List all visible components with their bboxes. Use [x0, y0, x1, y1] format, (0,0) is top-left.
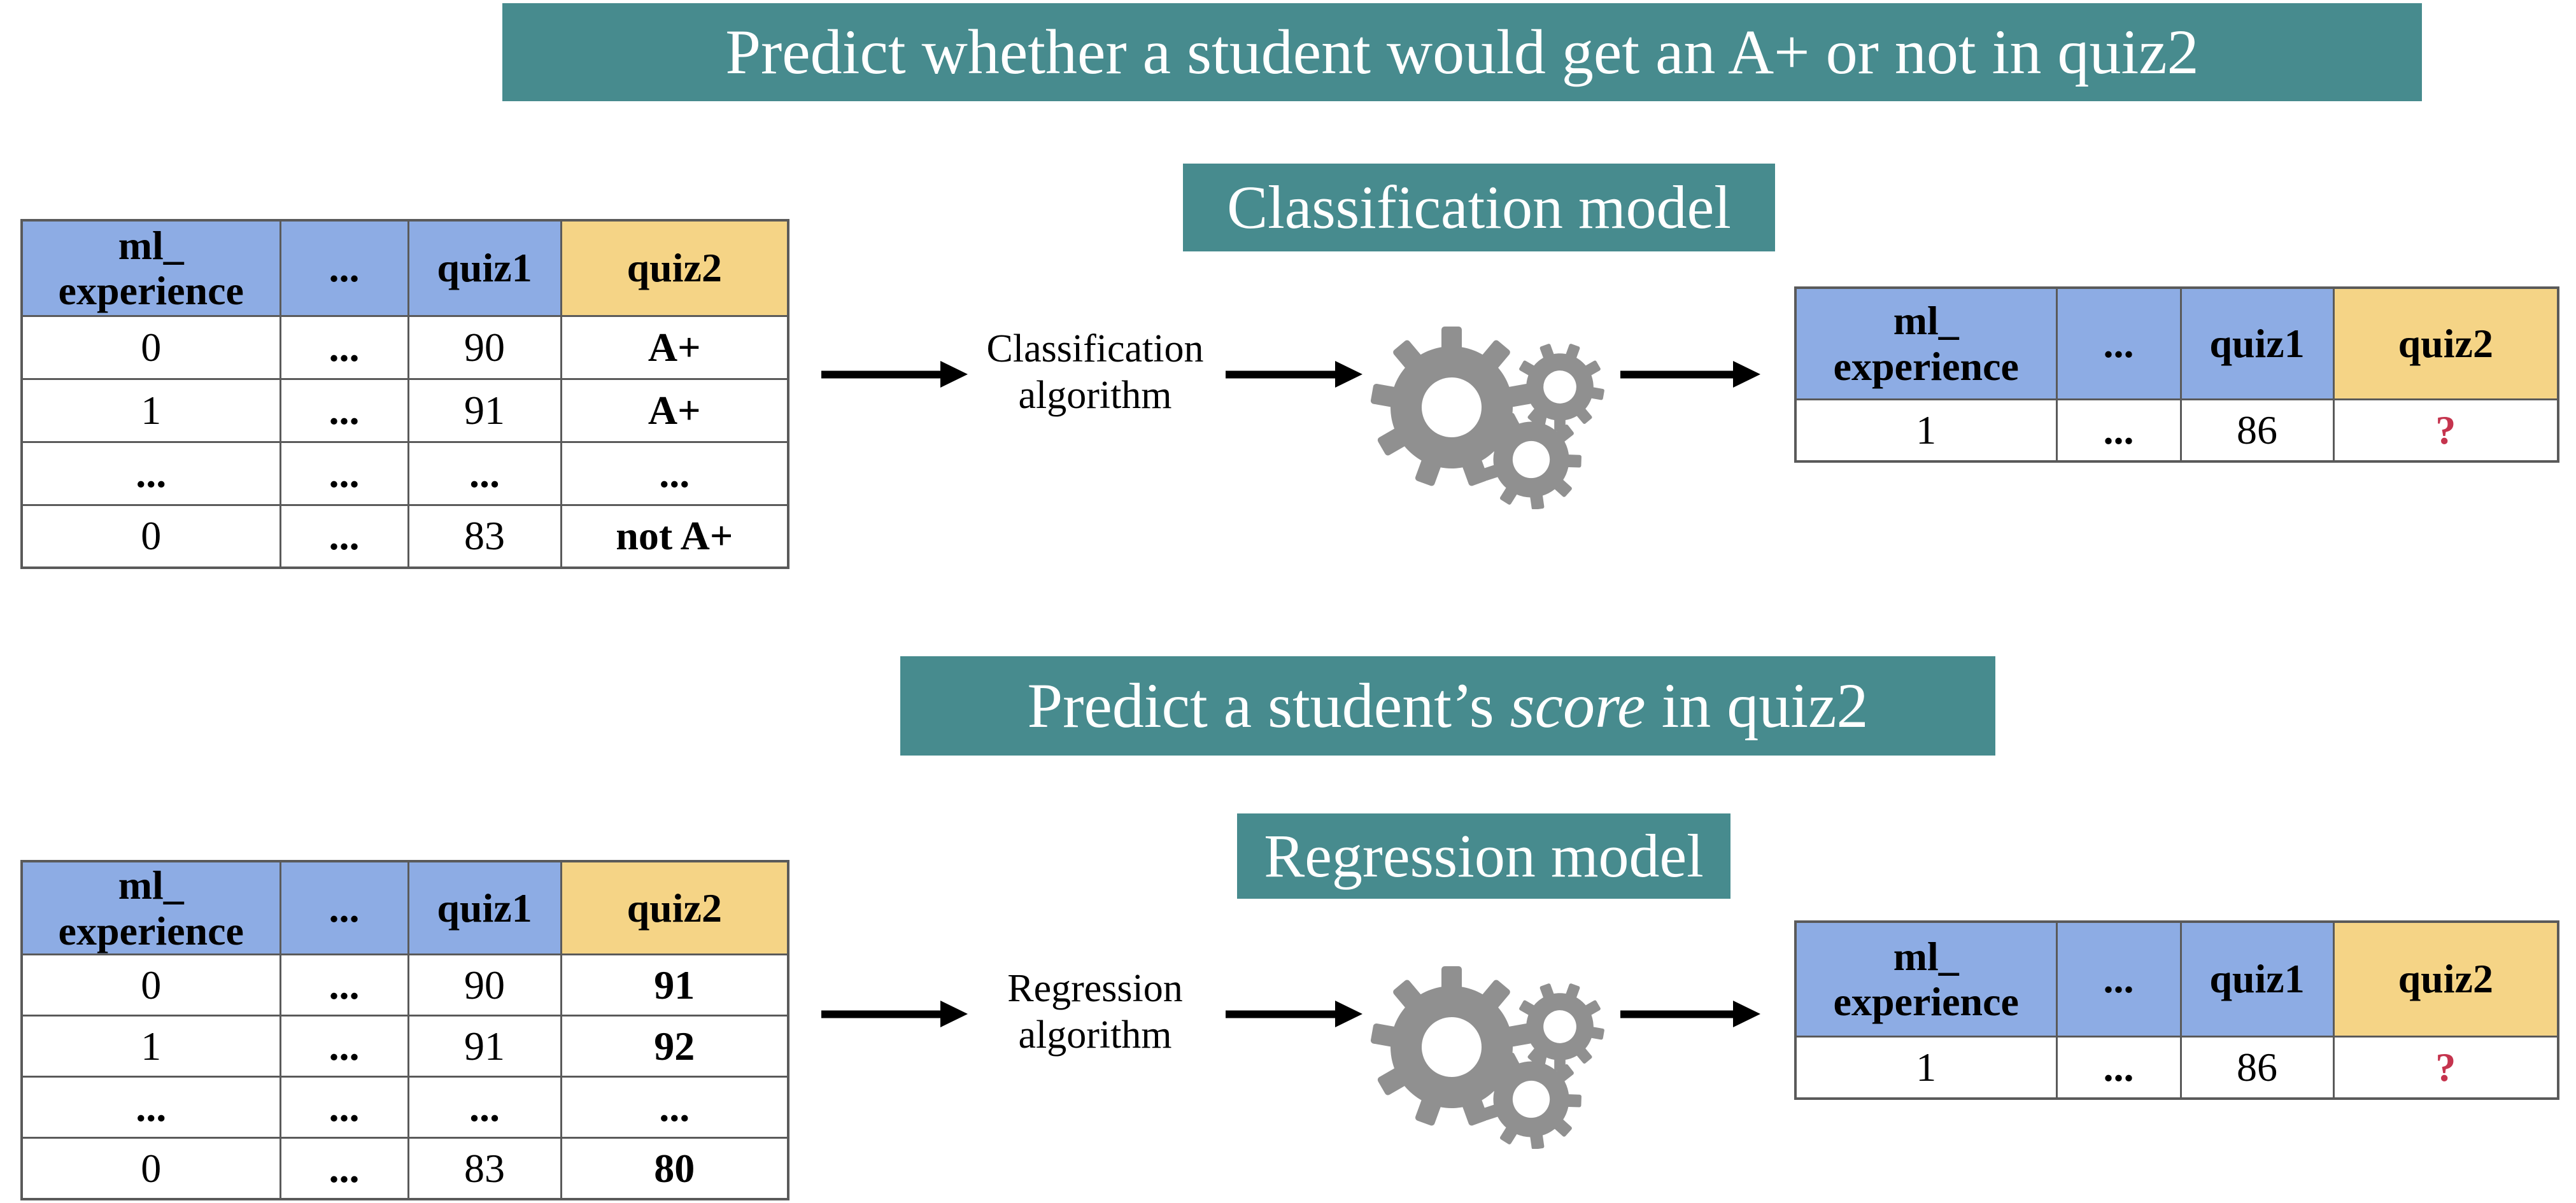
table-row: 1 ... 86 ? [1794, 1035, 2559, 1100]
arrow-icon [1620, 1001, 1760, 1027]
table-cell: 91 [407, 377, 562, 443]
regression-predict-table: ml_ experience ... quiz1 quiz2 1 ... 86 … [1794, 920, 2559, 1100]
table-cell: 0 [20, 314, 281, 380]
table-cell: ... [560, 440, 789, 506]
table-cell: 1 [20, 377, 281, 443]
classification-model-label: Classification model [1183, 164, 1775, 251]
column-header-quiz1: quiz1 [407, 219, 562, 317]
column-header-ml-experience: ml_ experience [1794, 920, 2058, 1038]
table-cell: A+ [560, 377, 789, 443]
table-cell: ... [407, 440, 562, 506]
arrow-icon [821, 361, 968, 388]
table-cell: 86 [2179, 398, 2335, 463]
table-cell: ... [279, 1076, 409, 1139]
arrow-icon [1620, 361, 1760, 388]
table-cell: ... [279, 503, 409, 569]
table-row: 0 ... 83 80 [20, 1137, 789, 1200]
table-cell: 90 [407, 314, 562, 380]
table-row: 0 ... 83 not A+ [20, 503, 789, 569]
table-cell: 0 [20, 1137, 281, 1200]
classification-task-banner-text: Predict whether a student would get an A… [725, 17, 2199, 87]
table-cell: 0 [20, 503, 281, 569]
classification-predict-table: ml_ experience ... quiz1 quiz2 1 ... 86 … [1794, 286, 2559, 463]
table-cell: 1 [20, 1015, 281, 1078]
gears-icon [1369, 952, 1604, 1149]
column-header-quiz1: quiz1 [407, 860, 562, 956]
table-cell: 0 [20, 953, 281, 1017]
classification-algorithm-label: Classification algorithm [986, 327, 1204, 418]
regression-algorithm-label: Regression algorithm [1007, 967, 1183, 1057]
table-cell: 91 [407, 1015, 562, 1078]
table-cell: ... [20, 440, 281, 506]
banner-text-pre: Predict a student’s [1027, 670, 1510, 741]
table-cell: 80 [560, 1137, 789, 1200]
classification-task-banner: Predict whether a student would get an A… [502, 3, 2422, 101]
table-cell: 92 [560, 1015, 789, 1078]
table-cell: ... [407, 1076, 562, 1139]
banner-text-italic: score [1510, 670, 1646, 741]
table-cell: ... [279, 314, 409, 380]
column-header-dots: ... [2055, 286, 2182, 400]
table-header-row: ml_ experience ... quiz1 quiz2 [1794, 286, 2559, 400]
regression-task-banner: Predict a student’s score in quiz2 [900, 656, 1995, 756]
table-header-row: ml_ experience ... quiz1 quiz2 [1794, 920, 2559, 1038]
table-cell: ... [20, 1076, 281, 1139]
table-cell: 91 [560, 953, 789, 1017]
regression-model-label-text: Regression model [1264, 822, 1704, 890]
classification-model-label-text: Classification model [1227, 173, 1731, 241]
regression-task-banner-text: Predict a student’s score in quiz2 [1027, 674, 1868, 738]
table-row: 1 ... 86 ? [1794, 398, 2559, 463]
column-header-quiz2: quiz2 [560, 860, 789, 956]
column-header-ml-experience: ml_ experience [20, 219, 281, 317]
table-row: ... ... ... ... [20, 440, 789, 506]
question-mark-cell: ? [2332, 398, 2559, 463]
column-header-dots: ... [279, 219, 409, 317]
table-row: 0 ... 90 A+ [20, 314, 789, 380]
regression-model-label: Regression model [1237, 813, 1730, 899]
table-row: 1 ... 91 92 [20, 1015, 789, 1078]
table-cell: 1 [1794, 398, 2058, 463]
column-header-quiz1: quiz1 [2179, 920, 2335, 1038]
table-cell: ... [279, 377, 409, 443]
table-cell: ... [279, 1015, 409, 1078]
column-header-quiz2: quiz2 [560, 219, 789, 317]
gears-icon [1369, 312, 1604, 509]
table-cell: 83 [407, 1137, 562, 1200]
table-row: 1 ... 91 A+ [20, 377, 789, 443]
table-cell: 83 [407, 503, 562, 569]
table-cell: ... [2055, 1035, 2182, 1100]
column-header-ml-experience: ml_ experience [20, 860, 281, 956]
table-cell: 1 [1794, 1035, 2058, 1100]
table-cell: ... [279, 440, 409, 506]
column-header-ml-experience: ml_ experience [1794, 286, 2058, 400]
table-cell: 90 [407, 953, 562, 1017]
table-cell: ... [560, 1076, 789, 1139]
table-header-row: ml_ experience ... quiz1 quiz2 [20, 860, 789, 956]
table-row: 0 ... 90 91 [20, 953, 789, 1017]
table-cell: ... [279, 953, 409, 1017]
table-header-row: ml_ experience ... quiz1 quiz2 [20, 219, 789, 317]
arrow-icon [1226, 1001, 1362, 1027]
column-header-quiz2: quiz2 [2332, 920, 2559, 1038]
column-header-dots: ... [279, 860, 409, 956]
column-header-quiz1: quiz1 [2179, 286, 2335, 400]
table-cell: ... [279, 1137, 409, 1200]
column-header-quiz2: quiz2 [2332, 286, 2559, 400]
question-mark-cell: ? [2332, 1035, 2559, 1100]
banner-text-post: in quiz2 [1645, 670, 1869, 741]
classification-training-table: ml_ experience ... quiz1 quiz2 0 ... 90 … [20, 219, 789, 569]
table-cell: not A+ [560, 503, 789, 569]
table-cell: ... [2055, 398, 2182, 463]
table-cell: 86 [2179, 1035, 2335, 1100]
table-cell: A+ [560, 314, 789, 380]
regression-training-table: ml_ experience ... quiz1 quiz2 0 ... 90 … [20, 860, 789, 1200]
arrow-icon [821, 1001, 968, 1027]
arrow-icon [1226, 361, 1362, 388]
table-row: ... ... ... ... [20, 1076, 789, 1139]
column-header-dots: ... [2055, 920, 2182, 1038]
